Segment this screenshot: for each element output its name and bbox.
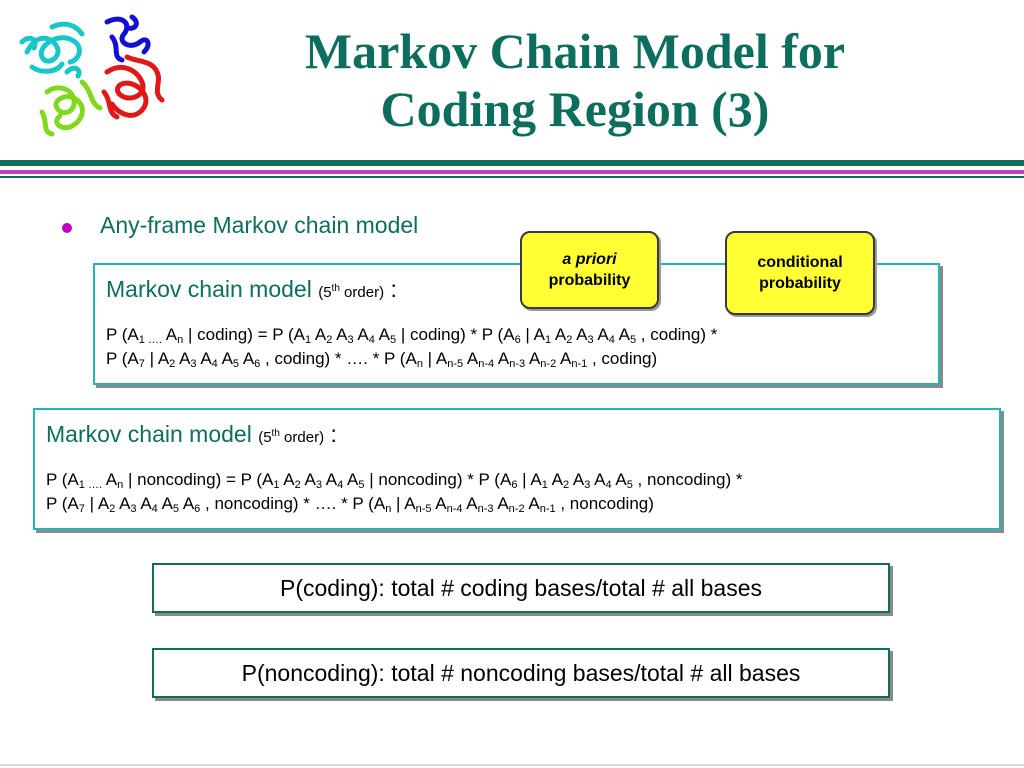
noncoding-equation-line-1: P (A1 …. An | noncoding) = P (A1 A2 A3 A…: [46, 470, 743, 491]
noncoding-equation: P (A1 …. An | noncoding) = P (A1 A2 A3 A…: [46, 468, 742, 516]
coding-equation: P (A1 …. An | coding) = P (A1 A2 A3 A4 A…: [106, 323, 717, 371]
coding-equation-line-1: P (A1 …. An | coding) = P (A1 A2 A3 A4 A…: [106, 325, 718, 346]
slide-title: Markov Chain Model for Coding Region (3): [215, 22, 935, 138]
noncoding-equation-line-2: P (A7 | A2 A3 A4 A5 A6 , noncoding) * ….…: [46, 494, 654, 515]
callout-left-line-2: probability: [548, 272, 631, 289]
footer-divider: [0, 764, 1024, 766]
title-rule-teal: [0, 160, 1024, 166]
title-line-1: Markov Chain Model for: [304, 23, 846, 79]
bullet-text: Any-frame Markov chain model: [100, 212, 419, 238]
noncoding-box-heading: Markov chain model (5th order) :: [46, 421, 337, 447]
p-noncoding-definition: P(noncoding): total # noncoding bases/to…: [152, 648, 890, 698]
bullet-dot-icon: [62, 223, 72, 233]
a-priori-probability-callout: a priori probability: [520, 231, 659, 309]
title-rule-teal-thin: [0, 176, 1024, 178]
conditional-probability-callout: conditional probability: [725, 231, 875, 315]
coding-equation-line-2: P (A7 | A2 A3 A4 A5 A6 , coding) * …. * …: [106, 349, 658, 370]
title-line-2: Coding Region (3): [380, 81, 770, 137]
callout-right-line-1: conditional: [757, 254, 843, 271]
callout-left-line-1: a priori: [562, 251, 617, 268]
p-coding-definition: P(coding): total # coding bases/total # …: [152, 563, 890, 613]
title-rule-magenta: [0, 170, 1024, 174]
noncoding-model-box: Markov chain model (5th order) : P (A1 ……: [33, 408, 1001, 530]
protein-structure-icon: [19, 14, 165, 137]
coding-box-heading: Markov chain model (5th order) :: [106, 276, 397, 302]
callout-right-line-2: probability: [759, 275, 841, 292]
